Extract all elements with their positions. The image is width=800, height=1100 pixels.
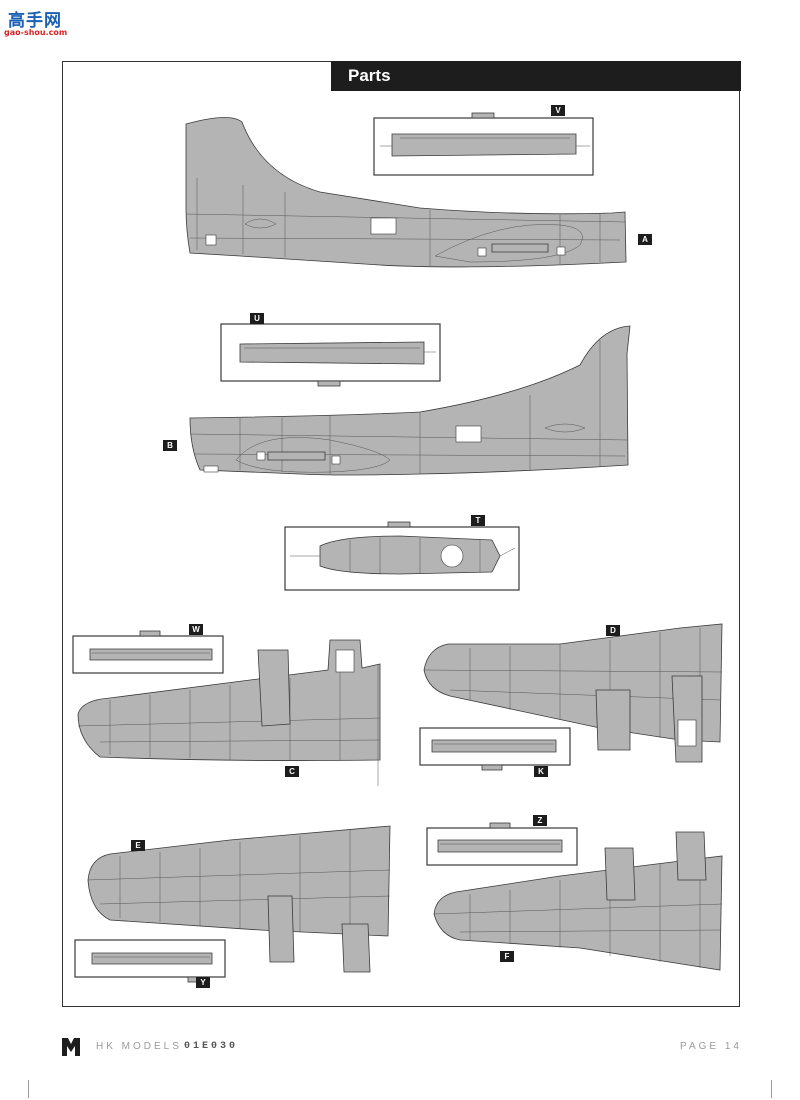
section-header: Parts [331,61,741,91]
part-label-a: A [638,234,652,245]
watermark-site-name: 高手网 [8,11,62,31]
wing-part-d [423,623,723,763]
part-label-b: B [163,440,177,451]
sprue-y [74,939,226,983]
sprue-k [419,727,571,771]
page-footer: HK MODELS 01E030 PAGE 14 [62,1038,742,1058]
part-label-f: F [500,951,514,962]
footer-brand: HK MODELS [96,1041,182,1052]
part-label-z: Z [533,815,547,826]
wing-part-f [433,831,723,971]
part-label-k: K [534,766,548,777]
part-label-w: W [189,624,203,635]
sprue-v [373,112,594,176]
part-label-v: V [551,105,565,116]
crop-mark [28,1080,29,1098]
sprue-u [220,323,441,387]
hk-models-logo-icon [62,1038,80,1056]
fuselage-half-b [189,325,631,476]
part-label-u: U [250,313,264,324]
wing-part-c [77,639,381,786]
section-title: Parts [348,66,391,85]
part-label-e: E [131,840,145,851]
part-label-y: Y [196,977,210,988]
wing-part-e [87,825,391,973]
sprue-z [426,822,578,866]
watermark-logo: 高手网 gao-shou.com [4,6,74,40]
part-label-t: T [471,515,485,526]
sprue-w [72,630,224,674]
part-label-c: C [285,766,299,777]
sprue-t [284,521,520,591]
footer-page-number: PAGE 14 [680,1041,742,1052]
footer-kit-code: 01E030 [184,1041,239,1052]
fuselage-half-a [185,117,627,268]
crop-mark [771,1080,772,1098]
watermark-url: gao-shou.com [4,28,68,37]
part-label-d: D [606,625,620,636]
